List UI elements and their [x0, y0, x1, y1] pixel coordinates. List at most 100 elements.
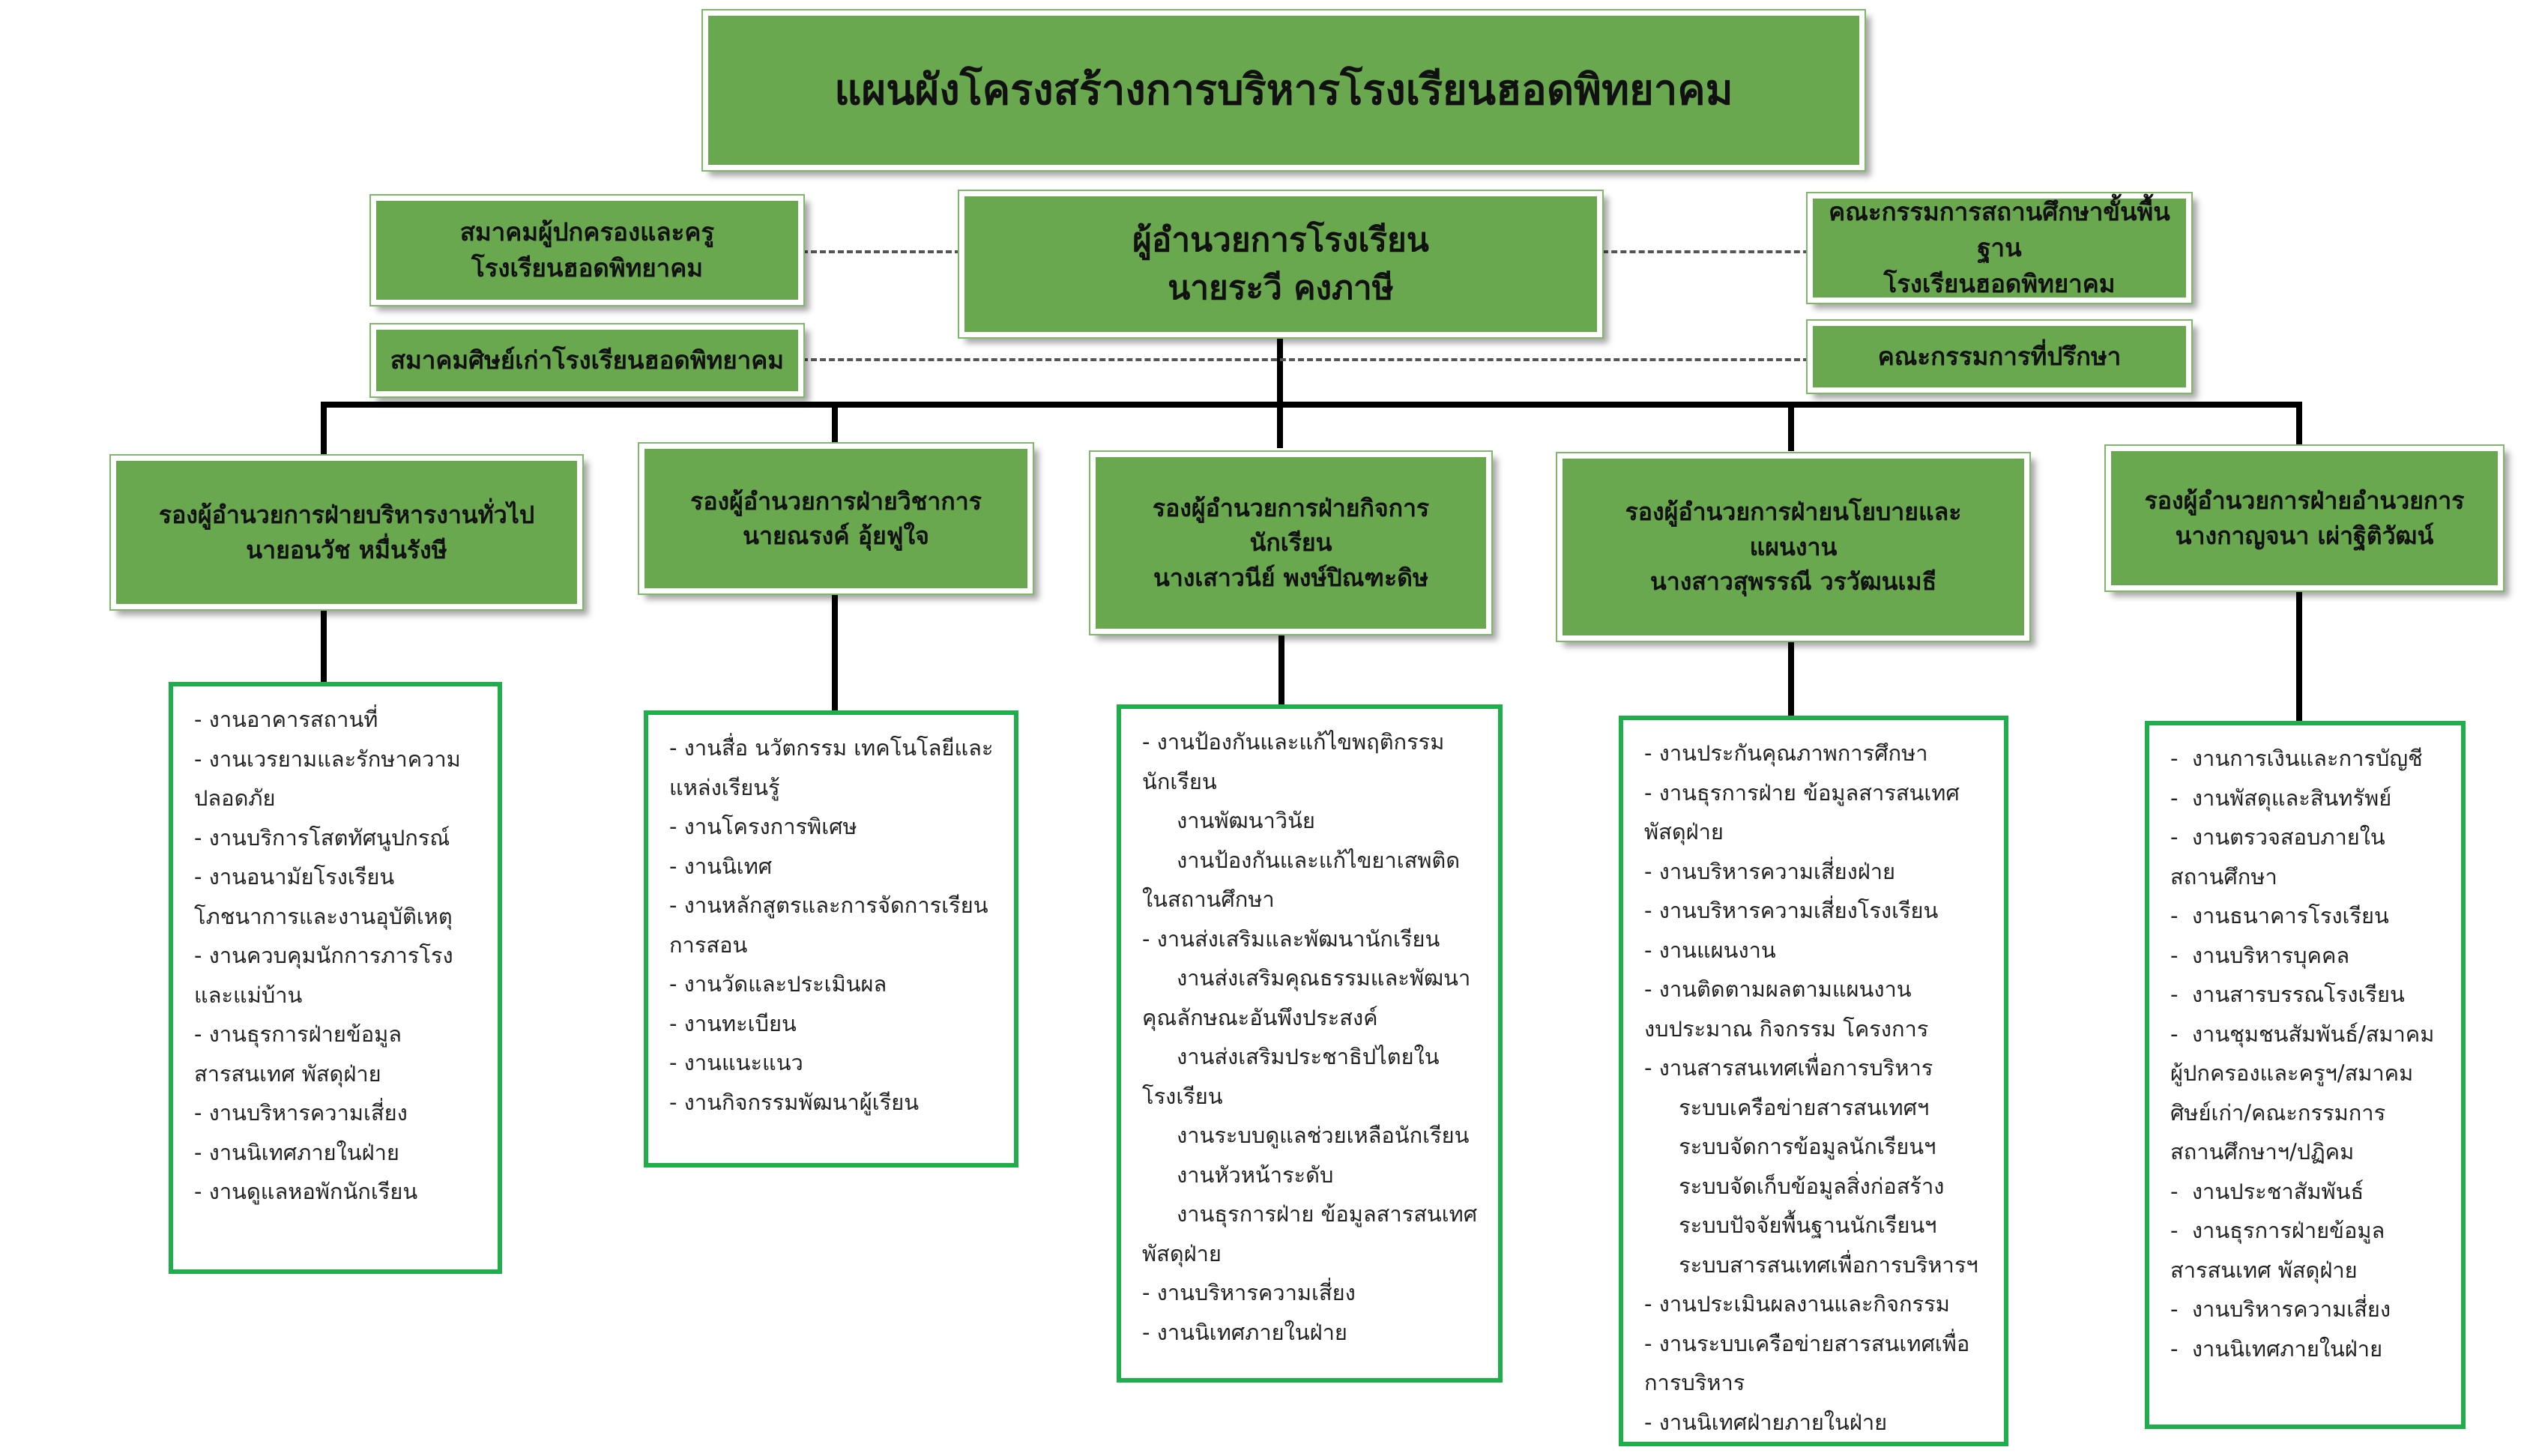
- task-item: - งานทะเบียน: [669, 1010, 797, 1036]
- task-item: - งานบริหารความเสี่ยง: [2170, 1296, 2391, 1322]
- task-item: งานป้องกันและแก้ไขยาเสพติด: [1142, 847, 1461, 873]
- task-item: พัสดุฝ่าย: [1644, 819, 1724, 845]
- basic-education-board-line2: โรงเรียนฮอดพิทยาคม: [1883, 268, 2116, 298]
- task-item: - งานสารบรรณโรงเรียน: [2170, 982, 2405, 1007]
- task-item: สารสนเทศ พัสดุฝ่าย: [194, 1060, 381, 1087]
- alumni-association-label: สมาคมศิษย์เก่าโรงเรียนฮอดพิทยาคม: [390, 345, 785, 375]
- task-item: - งานโครงการพิเศษ: [669, 814, 857, 839]
- task-item: - งานบริการโสตทัศนูปกรณ์: [194, 824, 450, 851]
- task-item: พัสดุฝ่าย: [1142, 1240, 1222, 1266]
- dept-administration-box: รองผู้อำนวยการฝ่ายอำนวยการ นางกาญจนา เผ่…: [2104, 444, 2505, 592]
- basic-education-board-line1: คณะกรรมการสถานศึกษาขั้นพื้นฐาน: [1829, 197, 2170, 263]
- task-item: งานหัวหน้าระดับ: [1142, 1162, 1334, 1188]
- task-item: แหล่งเรียนรู้: [669, 774, 780, 800]
- dept-head-name: นางสาวสุพรรณี วรวัฒนเมธี: [1649, 567, 1937, 596]
- dept-title-line: แผนงาน: [1749, 532, 1838, 561]
- director-name: นายระวี คงภาษี: [1168, 268, 1394, 307]
- task-item: - งานนิเทศ: [669, 853, 773, 879]
- task-item: - งานบริหารความเสี่ยงฝ่าย: [1644, 858, 1896, 884]
- list-connector-policy: [1788, 641, 1794, 716]
- task-item: โภชนาการและงานอุบัติเหตุ: [194, 903, 453, 929]
- tasks-administration: - งานการเงินและการบัญชี - งานพัสดุและสิน…: [2145, 721, 2466, 1429]
- task-item: - งานชุมชนสัมพันธ์/สมาคม: [2170, 1021, 2435, 1047]
- task-item: - งานตรวจสอบภายใน: [2170, 824, 2385, 850]
- task-item: งานส่งเสริมประชาธิปไตยใน: [1142, 1044, 1440, 1069]
- task-item: นักเรียน: [1142, 768, 1217, 794]
- drop-line-administration: [2296, 405, 2302, 447]
- task-item: - งานธุรการฝ่าย ข้อมูลสารสนเทศ: [1644, 779, 1960, 806]
- task-item: ผู้ปกครองและครูฯ/สมาคม: [2170, 1060, 2414, 1086]
- task-item: - งานบริหารความเสี่ยง: [1142, 1280, 1356, 1305]
- parents-association-box: สมาคมผู้ปกครองและครู โรงเรียนฮอดพิทยาคม: [369, 194, 805, 306]
- task-item: ระบบจัดการข้อมูลนักเรียนฯ: [1644, 1134, 1936, 1159]
- drop-line-student: [1788, 405, 1794, 451]
- task-item: ระบบสารสนเทศเพื่อการบริหารฯ: [1644, 1251, 1978, 1278]
- dept-academic-box: รองผู้อำนวยการฝ่ายวิชาการ นายณรงค์ อุ้ยฟ…: [638, 442, 1034, 595]
- task-item: สถานศึกษา: [2170, 863, 2277, 889]
- task-item: ระบบเครือข่ายสารสนเทศฯ: [1644, 1094, 1930, 1120]
- tasks-policy-planning: - งานประกันคุณภาพการศึกษา - งานธุรการฝ่า…: [1619, 716, 2008, 1446]
- list-connector-student: [1278, 633, 1284, 707]
- task-item: คุณลักษณะอันพึงประสงค์: [1142, 1004, 1378, 1030]
- dept-title-line: รองผู้อำนวยการฝ่ายวิชาการ: [690, 486, 982, 516]
- task-item: - งานดูแลหอพักนักเรียน: [194, 1179, 418, 1204]
- task-item: - งานส่งเสริมและพัฒนานักเรียน: [1142, 925, 1440, 952]
- tasks-student-affairs: - งานป้องกันและแก้ไขพฤติกรรม นักเรียน งา…: [1117, 704, 1503, 1383]
- task-item: - งานธนาคารโรงเรียน: [2170, 903, 2389, 928]
- task-item: - งานนิเทศภายในฝ่าย: [2170, 1335, 2383, 1362]
- task-item: - งานแผนงาน: [1644, 937, 1776, 963]
- chart-title-text: แผนผังโครงสร้างการบริหารโรงเรียนฮอดพิทยา…: [834, 65, 1733, 115]
- task-item: - งานการเงินและการบัญชี: [2170, 746, 2423, 771]
- dashed-link-parents: [802, 250, 961, 253]
- task-item: - งานวัดและประเมินผล: [669, 971, 887, 997]
- task-item: งานธุรการฝ่าย ข้อมูลสารสนเทศ: [1142, 1201, 1478, 1227]
- task-item: - งานประกันคุณภาพการศึกษา: [1644, 740, 1928, 766]
- task-item: - งานหลักสูตรและการจัดการเรียน: [669, 892, 988, 918]
- task-item: - งานพัสดุและสินทรัพย์: [2170, 785, 2392, 811]
- drop-line-academic: [832, 405, 838, 444]
- basic-education-board-box: คณะกรรมการสถานศึกษาขั้นพื้นฐาน โรงเรียนฮ…: [1806, 192, 2193, 304]
- task-item: - งานติดตามผลตามแผนงาน: [1644, 976, 1912, 1002]
- dept-general-admin-box: รองผู้อำนวยการฝ่ายบริหารงานทั่วไป นายอนว…: [109, 454, 584, 611]
- alumni-association-box: สมาคมศิษย์เก่าโรงเรียนฮอดพิทยาคม: [369, 323, 805, 398]
- task-item: - งานนิเทศภายในฝ่าย: [1142, 1319, 1347, 1345]
- task-item: งบประมาณ กิจกรรม โครงการ: [1644, 1015, 1929, 1042]
- dept-head-name: นางกาญจนา เผ่าฐิติวัฒน์: [2175, 521, 2434, 550]
- task-item: - งานประเมินผลงานและกิจกรรม: [1644, 1291, 1950, 1317]
- task-item: งานพัฒนาวินัย: [1142, 808, 1315, 833]
- task-item: - งานอาคารสถานที่: [194, 707, 378, 732]
- list-connector-general: [321, 603, 327, 684]
- task-item: - งานแนะแนว: [669, 1050, 803, 1075]
- tasks-general-admin: - งานอาคารสถานที่ - งานเวรยามและรักษาควา…: [169, 682, 502, 1274]
- chart-title: แผนผังโครงสร้างการบริหารโรงเรียนฮอดพิทยา…: [701, 9, 1866, 172]
- task-item: ปลอดภัย: [194, 785, 276, 811]
- task-item: สถานศึกษาฯ/ปฏิคม: [2170, 1139, 2355, 1165]
- dept-title-line: รองผู้อำนวยการฝ่ายอำนวยการ: [2144, 486, 2465, 516]
- advisory-committee-label: คณะกรรมการที่ปรึกษา: [1877, 342, 2122, 372]
- task-item: - งานควบคุมนักการภารโรง: [194, 943, 453, 968]
- horizontal-bus-line: [321, 402, 2302, 408]
- task-item: งานส่งเสริมคุณธรรมและพัฒนา: [1142, 965, 1471, 991]
- task-item: โรงเรียน: [1142, 1083, 1223, 1109]
- dept-policy-planning-box: รองผู้อำนวยการฝ่ายนโยบายและ แผนงาน นางสา…: [1556, 452, 2031, 642]
- task-item: งานระบบดูแลช่วยเหลือนักเรียน: [1142, 1123, 1470, 1148]
- task-item: การสอน: [669, 931, 748, 958]
- task-item: - งานบริหารบุคคล: [2170, 942, 2350, 968]
- task-item: - งานสารสนเทศเพื่อการบริหาร: [1644, 1055, 1933, 1081]
- list-connector-academic: [832, 593, 838, 712]
- task-item: - งานระบบเครือข่ายสารสนเทศเพื่อ: [1644, 1330, 1970, 1356]
- advisory-committee-box: คณะกรรมการที่ปรึกษา: [1806, 319, 2193, 394]
- parents-association-line2: โรงเรียนฮอดพิทยาคม: [471, 253, 704, 283]
- dept-title-line: รองผู้อำนวยการฝ่ายบริหารงานทั่วไป: [158, 501, 535, 530]
- task-item: - งานบริหารความเสี่ยง: [194, 1100, 408, 1126]
- task-item: ระบบจัดเก็บข้อมูลสิ่งก่อสร้าง: [1644, 1173, 1945, 1199]
- task-item: - งานสื่อ นวัตกรรม เทคโนโลยีและ: [669, 735, 994, 761]
- task-item: - งานอนามัยโรงเรียน: [194, 864, 395, 889]
- dashed-link-board: [1602, 250, 1809, 253]
- task-item: และแม่บ้าน: [194, 982, 303, 1008]
- tasks-academic: - งานสื่อ นวัตกรรม เทคโนโลยีและ แหล่งเรี…: [644, 710, 1018, 1167]
- task-item: ในสถานศึกษา: [1142, 886, 1275, 912]
- task-item: - งานกิจกรรมพัฒนาผู้เรียน: [669, 1089, 920, 1115]
- parents-association-line1: สมาคมผู้ปกครองและครู: [459, 217, 715, 247]
- dept-head-name: นายอนวัช หมื่นรังษี: [246, 535, 447, 564]
